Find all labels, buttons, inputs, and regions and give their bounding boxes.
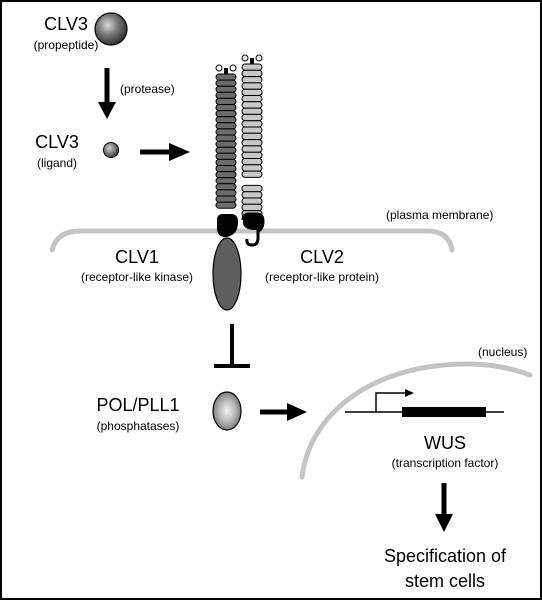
clv1-receptor-stack (215, 64, 237, 209)
clv2-repeat-segment (241, 120, 263, 128)
clv1-repeat-segment (215, 110, 237, 118)
clv2-repeat-segment (241, 88, 263, 96)
clv2-repeat-segment (241, 158, 263, 166)
clv1-name: CLV1 (115, 247, 159, 267)
clv1-repeat-segment (215, 91, 237, 99)
outcome-line-2: stem cells (404, 571, 486, 591)
clv1-repeat-segment (215, 201, 237, 209)
clv1-repeat-segment (215, 158, 237, 166)
plasma-membrane-label: (plasma membrane) (386, 208, 494, 222)
clv2-repeat-segment (241, 151, 263, 159)
nuclear-envelope (299, 361, 533, 480)
clv1-repeat-segment (215, 171, 237, 179)
clv2-repeat-segment (241, 101, 263, 109)
clv2-repeat-segment (241, 145, 263, 153)
clv2-repeat-segment (241, 203, 263, 212)
clv2-repeat-segment (241, 164, 263, 172)
wus-sub: (transcription factor) (391, 456, 499, 470)
clv1-repeat-segment (215, 189, 237, 197)
nucleus-label: (nucleus) (478, 345, 528, 359)
pol-name: POL/PLL1 (96, 395, 180, 415)
clv1-repeat-segment (215, 73, 237, 81)
transcription-start-arrow-icon (405, 389, 414, 397)
clv2-repeat-segment (241, 76, 263, 84)
clv1-repeat-segment (215, 152, 237, 160)
ligand-binding-arrow (140, 143, 190, 161)
clv1-repeat-segment (215, 128, 237, 136)
clv1-repeat-segment (215, 122, 237, 130)
wus-gene (345, 389, 504, 417)
clv1-repeat-segment (215, 134, 237, 142)
wus-to-outcome-arrow (435, 483, 453, 532)
clv2-repeat-segment (241, 82, 263, 90)
clv2-repeat-segment (241, 63, 263, 71)
clv1-kinase-domain (212, 237, 242, 311)
protease-arrow (98, 68, 116, 119)
clv2-repeat-segment (241, 126, 263, 134)
clv3-propeptide-sphere (94, 12, 128, 46)
clv2-repeat-segment (241, 139, 263, 147)
clv1-repeat-segment (215, 104, 237, 112)
clv1-repeat-segment (215, 140, 237, 148)
clv2-repeat-segment (241, 69, 263, 78)
clv1-repeat-segment (215, 183, 237, 191)
clv1-repeat-segment (215, 79, 237, 87)
pol-pll1-phosphatase (212, 391, 242, 431)
clv1-repeat-segment (215, 177, 237, 185)
clv3-ligand-sub: (ligand) (36, 156, 78, 170)
clv2-repeat-segment (241, 197, 263, 205)
clv1-repeat-segment (215, 85, 237, 93)
clv3-propeptide-name: CLV3 (44, 14, 88, 34)
clv2-repeat-segment (241, 113, 263, 122)
clv2-repeat-segment (241, 132, 263, 141)
clv3-propeptide-sub: (propeptide) (33, 38, 99, 52)
clv2-sub: (receptor-like protein) (264, 270, 380, 284)
clv1-repeat-segment (215, 165, 237, 173)
clv2-repeat-segment (241, 95, 263, 103)
clv1-repeat-segment (215, 97, 237, 106)
clv2-repeat-segment (241, 184, 263, 193)
protease-label: (protease) (120, 82, 175, 96)
clv1-repeat-segment (215, 146, 237, 154)
clv1-repeat-segment (215, 195, 237, 203)
plasma-membrane (49, 228, 455, 253)
clv2-receptor-stack (241, 54, 263, 218)
clv2-repeat-segment (241, 191, 263, 199)
clv2-repeat-segment (241, 107, 263, 115)
outcome-line-1: Specification of (383, 546, 507, 566)
clv1-transmembrane-domain (217, 214, 238, 237)
inhibition-bar (214, 324, 250, 368)
clv3-ligand-sphere (103, 142, 119, 158)
clv1-repeat-segment (215, 116, 237, 124)
pol-sub: (phosphatases) (96, 419, 180, 433)
wus-name: WUS (424, 433, 466, 453)
clv3-ligand-name: CLV3 (35, 132, 79, 152)
pol-to-wus-arrow (260, 403, 307, 421)
clv2-name: CLV2 (300, 247, 344, 267)
clv1-sub: (receptor-like kinase) (80, 270, 194, 284)
clv2-repeat-segment (241, 170, 263, 178)
